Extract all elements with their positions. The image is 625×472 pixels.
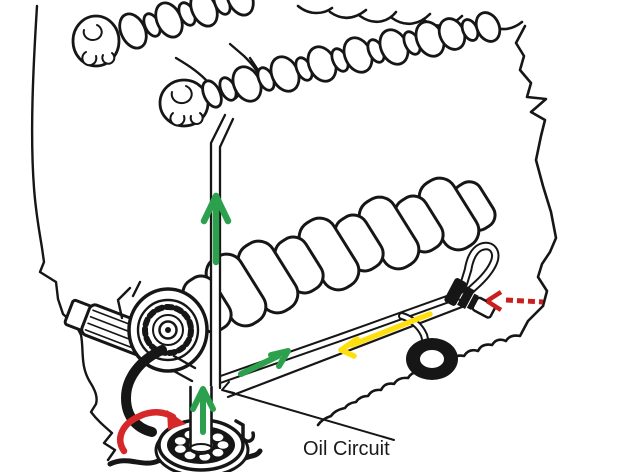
strainer-bracket xyxy=(234,419,256,443)
camshaft-lower xyxy=(158,11,502,128)
green-up-arrow-pickup-tube xyxy=(190,386,216,435)
oil-filter-flange xyxy=(406,338,458,380)
vertical-oil-delivery-pipe xyxy=(209,113,235,390)
engine-outline-left xyxy=(30,4,117,462)
engine-line-art xyxy=(30,0,558,472)
red-curved-arrowhead xyxy=(167,410,186,430)
green-up-arrow-delivery-pipe xyxy=(200,192,232,266)
green-diagonal-arrow-gallery xyxy=(238,348,291,377)
crank-pulley-sprocket xyxy=(116,280,209,373)
red-dashed-arrow-pressure-sensor xyxy=(485,290,544,312)
label-leader-line xyxy=(221,381,395,441)
oil-pump-boot xyxy=(121,345,167,437)
red-curved-arrow-oil-pickup xyxy=(117,409,186,455)
sprocket-teeth xyxy=(142,304,194,356)
pump-junction-stubs xyxy=(170,354,197,383)
main-oil-gallery-pipe xyxy=(214,241,500,385)
oil-circuit-label: Oil Circuit xyxy=(303,438,390,460)
camshaft-upper xyxy=(71,0,255,68)
yellow-arrow-main-gallery xyxy=(338,311,433,359)
oil-pressure-sensor xyxy=(444,278,497,319)
